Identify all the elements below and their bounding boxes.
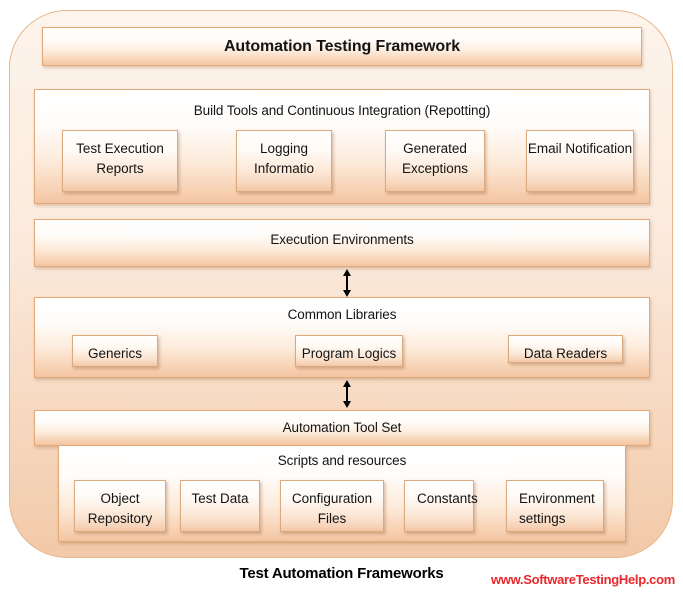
framework-title-bar: Automation Testing Framework bbox=[42, 27, 642, 66]
double-arrow-vertical-icon bbox=[343, 269, 351, 297]
box-logging-information[interactable]: Logging Informatio bbox=[236, 130, 332, 192]
box-generated-exceptions[interactable]: Generated Exceptions bbox=[385, 130, 485, 192]
diagram-caption: Test Automation Frameworks bbox=[239, 565, 444, 582]
site-watermark: www.SoftwareTestingHelp.com bbox=[490, 572, 675, 587]
box-generics[interactable]: Generics bbox=[72, 335, 158, 367]
box-test-data[interactable]: Test Data bbox=[180, 480, 260, 532]
layer-execution-environments-label: Execution Environments bbox=[270, 232, 414, 247]
box-environment-settings[interactable]: Environment settings bbox=[506, 480, 604, 532]
box-data-readers[interactable]: Data Readers bbox=[508, 335, 623, 363]
box-email-notification[interactable]: Email Notification bbox=[526, 130, 634, 192]
double-arrow-vertical-icon bbox=[343, 380, 351, 408]
box-program-logics[interactable]: Program Logics bbox=[295, 335, 403, 367]
layer-execution-environments: Execution Environments bbox=[34, 219, 650, 267]
box-object-repository[interactable]: Object Repository bbox=[74, 480, 166, 532]
layer-automation-tool-set: Automation Tool Set bbox=[34, 410, 650, 446]
box-constants[interactable]: Constants bbox=[404, 480, 478, 532]
layer-automation-tool-set-label: Automation Tool Set bbox=[282, 420, 402, 435]
box-test-execution-reports[interactable]: Test Execution Reports bbox=[62, 130, 178, 192]
layer-scripts-and-resources-label: Scripts and resources bbox=[277, 453, 407, 468]
layer-common-libraries-label: Common Libraries bbox=[287, 307, 397, 322]
page-title: Automation Testing Framework bbox=[223, 38, 461, 55]
layer-build-tools-label: Build Tools and Continuous Integration (… bbox=[193, 103, 491, 118]
box-configuration-files[interactable]: Configuration Files bbox=[280, 480, 384, 532]
